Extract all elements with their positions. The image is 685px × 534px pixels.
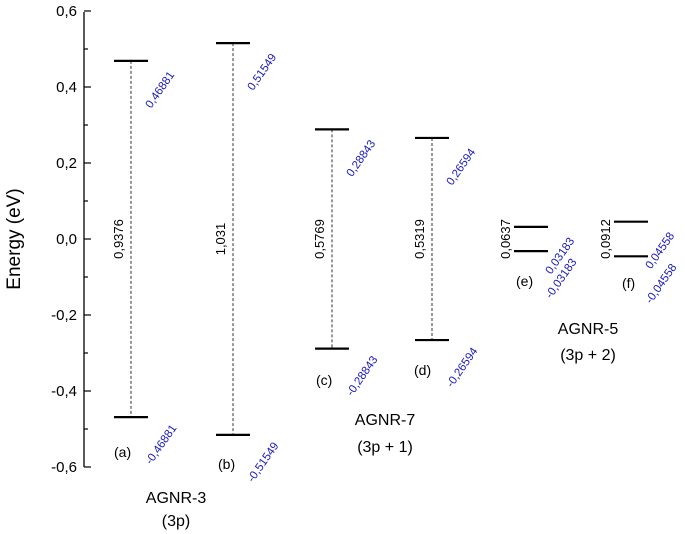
level-pair-2: 0,51549 -0,51549 1,031 (b) xyxy=(213,42,282,485)
y-tick-label: 0,4 xyxy=(56,79,77,96)
group-formula: (3p) xyxy=(162,513,190,530)
upper-level-value: 0,28843 xyxy=(345,138,379,179)
upper-level-value: 0,51549 xyxy=(246,52,280,93)
group-label-2: AGNR-7 (3p + 1) xyxy=(355,412,416,456)
y-tick-label: -0,4 xyxy=(51,383,77,400)
level-letter-label: (f) xyxy=(622,275,635,291)
group-formula: (3p + 1) xyxy=(357,439,413,456)
y-tick-label: 0,0 xyxy=(56,231,77,248)
level-pair-3: 0,28843 -0,28843 0,5769 (c) xyxy=(312,128,381,398)
level-letter-label: (a) xyxy=(114,444,131,460)
group-label-1: AGNR-3 (3p) xyxy=(146,490,207,530)
lower-level-value: -0,26594 xyxy=(445,345,481,390)
level-letter-label: (b) xyxy=(218,456,235,472)
group-formula: (3p + 2) xyxy=(560,347,616,364)
group-labels: AGNR-3 (3p) AGNR-7 (3p + 1) AGNR-5 (3p + 2) xyxy=(146,321,619,530)
group-label-3: AGNR-5 (3p + 2) xyxy=(558,321,619,364)
lower-level-value: -0,46881 xyxy=(144,423,180,467)
y-tick-label: -0,2 xyxy=(51,307,77,324)
group-name: AGNR-7 xyxy=(355,412,416,429)
level-pair-4: 0,26594 -0,26594 0,5319 (d) xyxy=(412,136,481,390)
upper-level-value: 0,26594 xyxy=(445,146,479,187)
gap-value: 0,0637 xyxy=(498,219,513,259)
y-axis-title: Energy (eV) xyxy=(4,188,25,289)
gap-value: 0,9376 xyxy=(111,219,126,259)
group-name: AGNR-5 xyxy=(558,321,619,338)
y-tick-label: 0,2 xyxy=(56,155,77,172)
level-letter-label: (c) xyxy=(316,372,332,388)
level-pair-1: 0,46881 -0,46881 0,9376 (a) xyxy=(111,59,180,467)
lower-level-value: -0,51549 xyxy=(246,441,282,485)
gap-value: 1,031 xyxy=(213,223,228,256)
level-letter-label: (d) xyxy=(414,362,431,378)
y-tick-label: -0,6 xyxy=(51,459,77,476)
y-tick-label: 0,6 xyxy=(56,3,77,20)
gap-value: 0,5319 xyxy=(412,219,427,259)
upper-level-value: 0,46881 xyxy=(144,70,178,111)
gap-value: 0,0912 xyxy=(598,219,613,259)
level-letter-label: (e) xyxy=(516,273,533,289)
lower-level-value: -0,28843 xyxy=(345,354,381,398)
y-axis-ticks: -0,6 -0,4 -0,2 0,0 0,2 0,4 0,6 xyxy=(51,3,91,476)
group-name: AGNR-3 xyxy=(146,490,207,507)
gap-value: 0,5769 xyxy=(312,219,327,259)
